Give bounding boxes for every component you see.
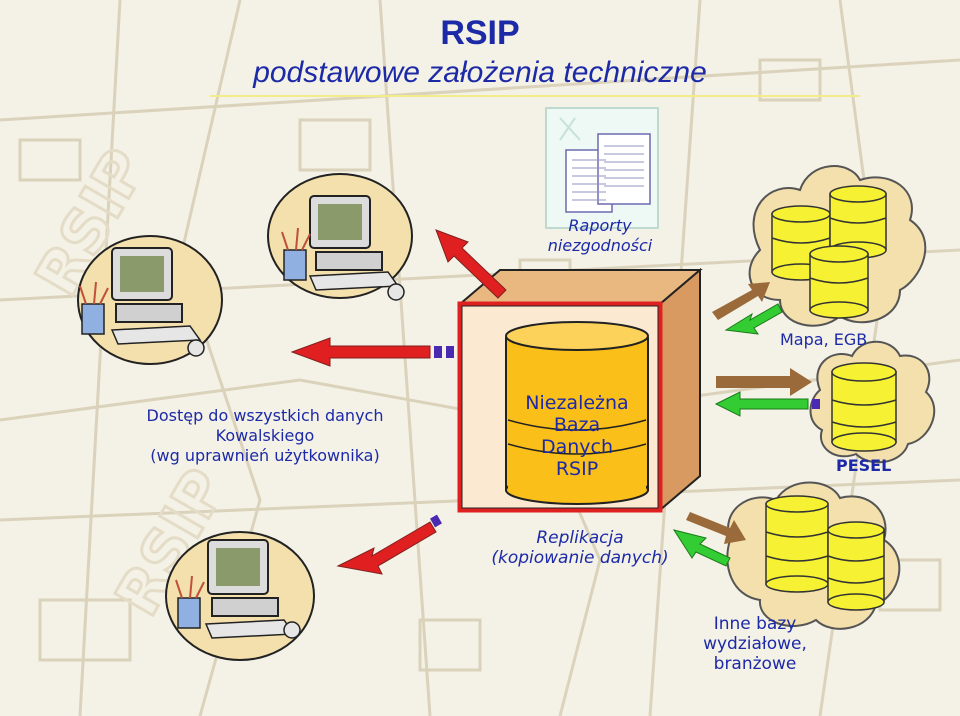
other-db-stack <box>765 495 885 611</box>
brown-arrow-from-pesel <box>716 368 812 396</box>
pesel-label: PESEL <box>836 456 892 475</box>
report-documents-icon <box>545 107 659 229</box>
green-arrow-to-map <box>724 303 783 335</box>
core-db-line4: RSIP <box>555 458 599 480</box>
other-db-label: Inne bazy wydziałowe, branżowe <box>680 614 830 674</box>
brown-arrow-from-map <box>712 282 770 320</box>
map-db-stack <box>771 185 887 319</box>
access-label-line2: Kowalskiego <box>215 426 315 445</box>
other-db-line2: wydziałowe, <box>703 634 807 654</box>
core-db-line3: Danych <box>540 436 614 458</box>
reports-label: Raporty niezgodności <box>520 216 680 256</box>
computer-icon-1 <box>77 235 223 365</box>
page-subtitle: podstawowe założenia techniczne <box>253 56 707 89</box>
computer-icon-2 <box>267 173 413 301</box>
reports-label-line1: Raporty <box>568 216 632 235</box>
red-arrow-to-computer-3 <box>336 514 442 575</box>
computer-icon-3 <box>165 531 315 661</box>
core-database-cylinder <box>505 321 649 505</box>
access-label-line1: Dostęp do wszystkich danych <box>146 406 384 425</box>
red-arrow-to-computer-1 <box>290 337 454 367</box>
red-arrow-to-computer-2 <box>435 229 507 299</box>
other-db-line3: branżowe <box>713 654 797 674</box>
map-egb-label: Mapa, EGB <box>780 330 868 349</box>
pesel-db-stack <box>831 362 897 452</box>
replication-line1: Replikacja <box>536 528 624 548</box>
core-db-line2: Baza <box>553 414 601 436</box>
core-db-label: Niezależna Baza Danych RSIP <box>506 392 648 480</box>
replication-label: Replikacja (kopiowanie danych) <box>470 528 690 568</box>
page-title: RSIP <box>440 14 520 52</box>
other-db-line1: Inne bazy <box>713 614 797 634</box>
reports-label-line2: niezgodności <box>547 236 653 255</box>
green-arrow-to-pesel <box>714 391 820 417</box>
access-label-line3: (wg uprawnień użytkownika) <box>150 446 380 465</box>
access-label: Dostęp do wszystkich danych Kowalskiego … <box>110 406 420 466</box>
green-arrow-to-other <box>672 529 731 567</box>
replication-line2: (kopiowanie danych) <box>491 548 669 568</box>
brown-arrow-from-other <box>686 512 746 544</box>
core-db-line1: Niezależna <box>525 392 629 414</box>
